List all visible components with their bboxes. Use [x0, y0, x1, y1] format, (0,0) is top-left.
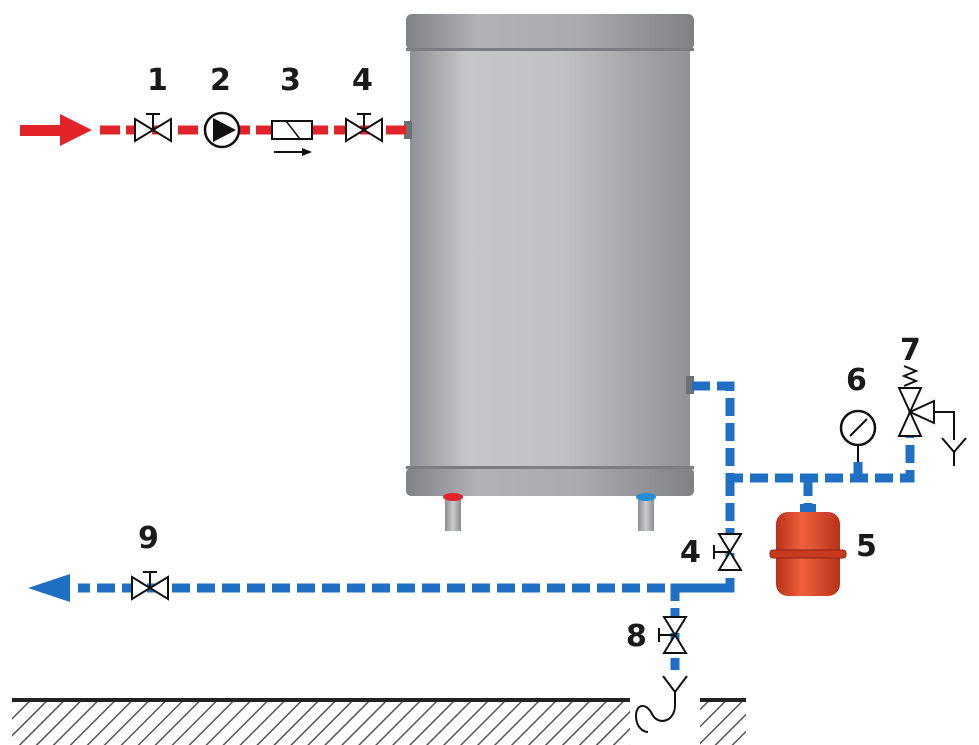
tank-hot-connector: [404, 121, 412, 139]
shutoff-valve-icon: [131, 571, 169, 601]
label-4-hot: 4: [352, 63, 373, 98]
tank-hot-outlet: [443, 493, 463, 531]
label-9: 9: [138, 521, 159, 556]
siphon-drain-icon: [634, 675, 688, 733]
label-7: 7: [900, 333, 921, 368]
tank-side-connector: [686, 376, 694, 394]
label-5: 5: [856, 529, 877, 564]
label-2: 2: [210, 63, 231, 98]
label-3: 3: [280, 63, 301, 98]
circulation-pump-icon: [203, 111, 241, 149]
shutoff-valve-icon: [134, 113, 172, 143]
label-4-cold: 4: [680, 535, 701, 570]
drain-valve-icon: [658, 616, 688, 654]
ground: [12, 698, 746, 745]
drain-funnel-icon: [941, 437, 967, 466]
hot-inlet-arrow-icon: [20, 114, 92, 146]
storage-tank: [406, 14, 694, 496]
safety-valve-icon: [897, 365, 955, 440]
label-1: 1: [147, 63, 168, 98]
expansion-tank-icon: [769, 504, 847, 596]
cold-outlet-arrow-icon: [28, 574, 70, 602]
label-8: 8: [626, 619, 647, 654]
pressure-gauge-icon: [839, 409, 877, 462]
tank-cold-inlet: [636, 493, 656, 531]
flow-meter-icon: [271, 120, 313, 156]
shutoff-valve-icon: [345, 113, 383, 143]
label-6: 6: [846, 363, 867, 398]
shutoff-valve-icon: [713, 533, 743, 571]
